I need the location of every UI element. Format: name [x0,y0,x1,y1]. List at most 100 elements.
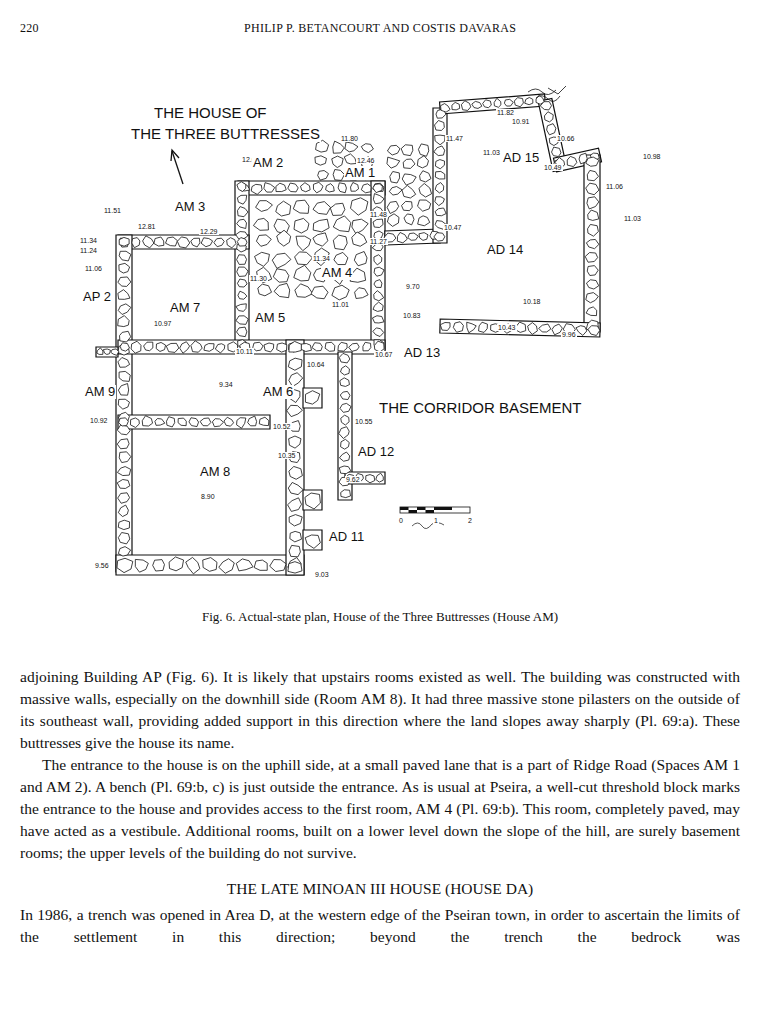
paving-stone [295,284,313,297]
wall-stone [290,531,302,542]
body-text: adjoining Building AP (Fig. 6). It is li… [20,666,740,948]
wall-stone [528,323,538,335]
wall-stone [288,183,298,192]
wall-stone [374,267,384,276]
wall-stone [287,405,303,416]
elevation-label: 9.62 [345,476,361,483]
elevation-label: 11.03 [623,215,642,222]
wall-stone [169,557,183,571]
paving-stone [255,252,270,266]
paving-stone [418,216,430,226]
paving-stone [352,219,368,234]
wall-stone [236,316,248,325]
wall-stone [289,545,300,556]
wall-outline [385,229,441,245]
wall-stone [200,418,211,426]
elevation-label: 9.03 [314,571,330,578]
elevation-label: 10.97 [153,320,173,327]
wall-stone [219,559,235,574]
paving-stone [333,170,344,181]
wall-stone [135,559,148,572]
wall-stone [191,341,202,352]
wall-stone [118,316,129,327]
scale-bar-segment [409,510,418,513]
body-paragraph: The entrance to the house is on the uphi… [20,754,740,864]
north-arrow-head [171,150,179,161]
paving-stone [402,201,413,210]
elevation-label: 10.83 [402,312,422,319]
wall-stone [237,255,247,265]
elevation-label: 10.91 [511,118,531,125]
paving-stone [333,235,347,250]
scale-number: 1 [433,517,439,524]
wall-stone [547,124,556,135]
wall-stone [237,195,246,204]
body-paragraph: adjoining Building AP (Fig. 6). It is li… [20,666,740,754]
paving-stone [330,203,345,215]
elevation-label: 10.43 [497,324,517,331]
wall-stone [374,291,384,301]
wall-stone [339,452,349,461]
wall-stone [305,535,320,548]
elevation-label: 11.03 [482,149,501,156]
paving-stone [387,201,399,213]
wall-stone [154,237,164,246]
elevation-label: 9.56 [94,562,110,569]
figure-caption: Fig. 6. Actual-state plan, House of the … [202,610,558,624]
wall-stone [237,279,247,287]
scale-bar-segment [400,507,409,510]
paving-stone [313,202,330,215]
stone-walls [96,94,602,575]
wall-stone [212,419,223,427]
paving-stone [276,201,291,216]
wall-stone [118,493,130,503]
wall-stone [117,439,129,449]
elevation-label: 12.81 [137,223,157,230]
wall-stone [118,399,129,409]
wall-stone [587,197,599,209]
wall-stone [374,255,382,265]
wall-stone [186,557,200,573]
elevation-label: 11.06 [84,265,103,272]
paving-stone [402,174,416,185]
elevation-label: 12.29 [199,228,219,235]
scale-bar-segment [426,510,435,513]
wall-stone [514,98,523,107]
wall-stone [155,419,165,426]
wall-stone [130,418,139,428]
wall-stone [180,342,190,353]
paving-stone [315,156,327,165]
room-label: AP 2 [82,290,112,304]
paving-stone [361,144,373,153]
wall-outline [235,181,249,350]
paving-stone [277,230,291,246]
wall-stone [276,183,286,191]
wall-stone [339,466,351,474]
wall-stone [483,100,492,108]
plan-title: THE THREE BUTTRESSES [130,126,321,142]
wall-stone [349,343,360,351]
elevation-label: 10.98 [642,153,662,160]
paving-stone [294,218,309,233]
wall-stone [118,547,130,556]
elevation-label: 9.70 [405,283,421,290]
wall-stone [567,156,577,166]
wall-stone [408,233,418,240]
draughtsman-signature [412,523,444,529]
wall-stone [237,238,247,247]
wall-stone [288,358,302,370]
paving-stone [344,154,356,164]
paving-stone [333,141,345,153]
paving-stone [417,156,428,168]
wall-stone [120,343,129,351]
wall-stone [97,348,103,354]
elevation-label: 10.35 [277,452,297,459]
wall-stone [156,342,165,351]
wall-stone [131,341,141,353]
wall-stone [178,418,186,426]
rock-outline [528,86,566,101]
elevation-label: 12.46 [356,157,376,164]
wall-stone [118,290,130,300]
wall-outline [116,555,304,575]
wall-stone [435,160,444,169]
